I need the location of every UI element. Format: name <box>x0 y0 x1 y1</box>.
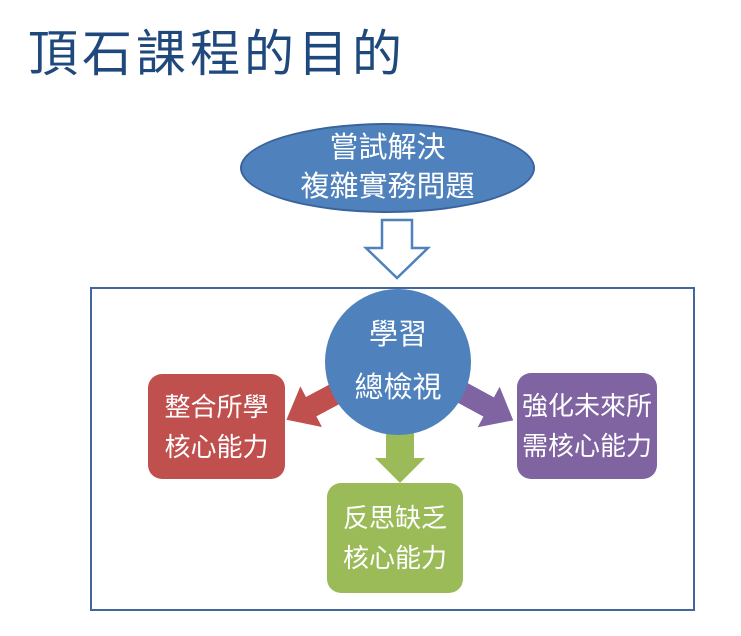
node-strengthen: 強化未來所 需核心能力 <box>517 373 657 479</box>
node-integrate-line2: 核心能力 <box>164 431 269 462</box>
hub-circle-line1: 學習 <box>368 319 427 351</box>
node-strengthen-line1: 強化未來所 <box>521 391 652 421</box>
hub-circle: 學習 總檢視 <box>325 289 471 435</box>
goal-ellipse-line2: 複雜實務問題 <box>300 171 475 203</box>
hub-circle-line2: 總檢視 <box>354 372 442 404</box>
green-arrow-icon <box>375 430 425 483</box>
node-reflect-line2: 核心能力 <box>342 543 447 573</box>
diagram-frame <box>90 287 695 611</box>
node-reflect-line1: 反思缺乏 <box>342 503 447 533</box>
node-reflect: 反思缺乏 核心能力 <box>327 483 463 593</box>
goal-ellipse-line1: 嘗試解決 <box>329 132 446 165</box>
hollow-down-arrow-icon <box>362 218 432 280</box>
page-title: 頂石課程的目的 <box>28 26 406 82</box>
goal-ellipse: 嘗試解決 複雜實務問題 <box>240 123 535 213</box>
node-integrate: 整合所學 核心能力 <box>148 374 285 479</box>
node-strengthen-line2: 需核心能力 <box>521 431 652 461</box>
node-integrate-line1: 整合所學 <box>164 391 269 422</box>
